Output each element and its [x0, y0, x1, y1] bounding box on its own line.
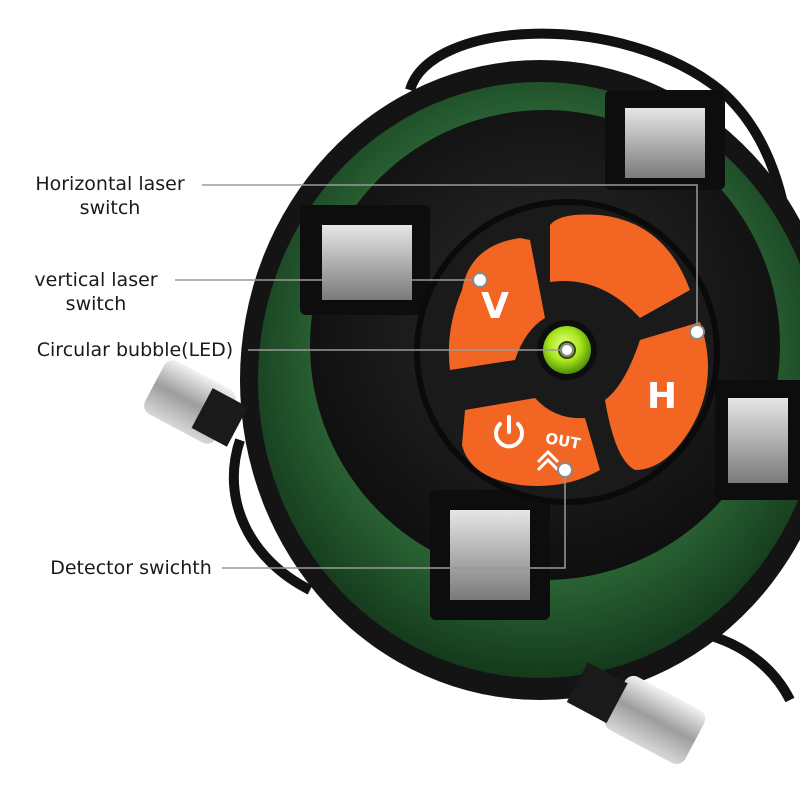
leader-lines [175, 184, 698, 569]
callout-horizontal-switch: Horizontal laser switch [12, 172, 208, 220]
laser-window-icon [300, 205, 430, 315]
horizontal-button-label: H [647, 376, 677, 417]
laser-window-icon [605, 90, 725, 190]
callout-vertical-line2: switch [65, 293, 127, 315]
power-cable-left [228, 438, 313, 595]
callout-bubble: Circular bubble(LED) [24, 338, 246, 362]
callout-horizontal-line2: switch [79, 197, 141, 219]
leader-dots [472, 272, 705, 478]
callout-vertical-switch: vertical laser switch [18, 268, 174, 316]
top-button [550, 214, 690, 318]
callout-bubble-text: Circular bubble(LED) [36, 339, 234, 361]
vertical-button-label: V [481, 286, 509, 327]
laser-window-icon [430, 490, 550, 620]
callout-horizontal-line1: Horizontal laser [35, 173, 185, 195]
leader-detector [222, 470, 566, 569]
power-icon [494, 415, 524, 449]
callout-vertical-line1: vertical laser [34, 269, 158, 291]
out-button-label: OUT [544, 429, 583, 453]
callout-detector-text: Detector swichth [50, 557, 212, 579]
leader-horizontal [202, 184, 698, 330]
vertical-switch-button [448, 238, 545, 370]
leveling-knob-icon [144, 360, 248, 447]
leveling-knob-icon [566, 662, 706, 765]
horizontal-switch-button [605, 322, 708, 470]
laser-window-icon [715, 380, 800, 500]
double-chevron-up-icon [536, 449, 560, 472]
callout-detector: Detector swichth [42, 556, 220, 580]
